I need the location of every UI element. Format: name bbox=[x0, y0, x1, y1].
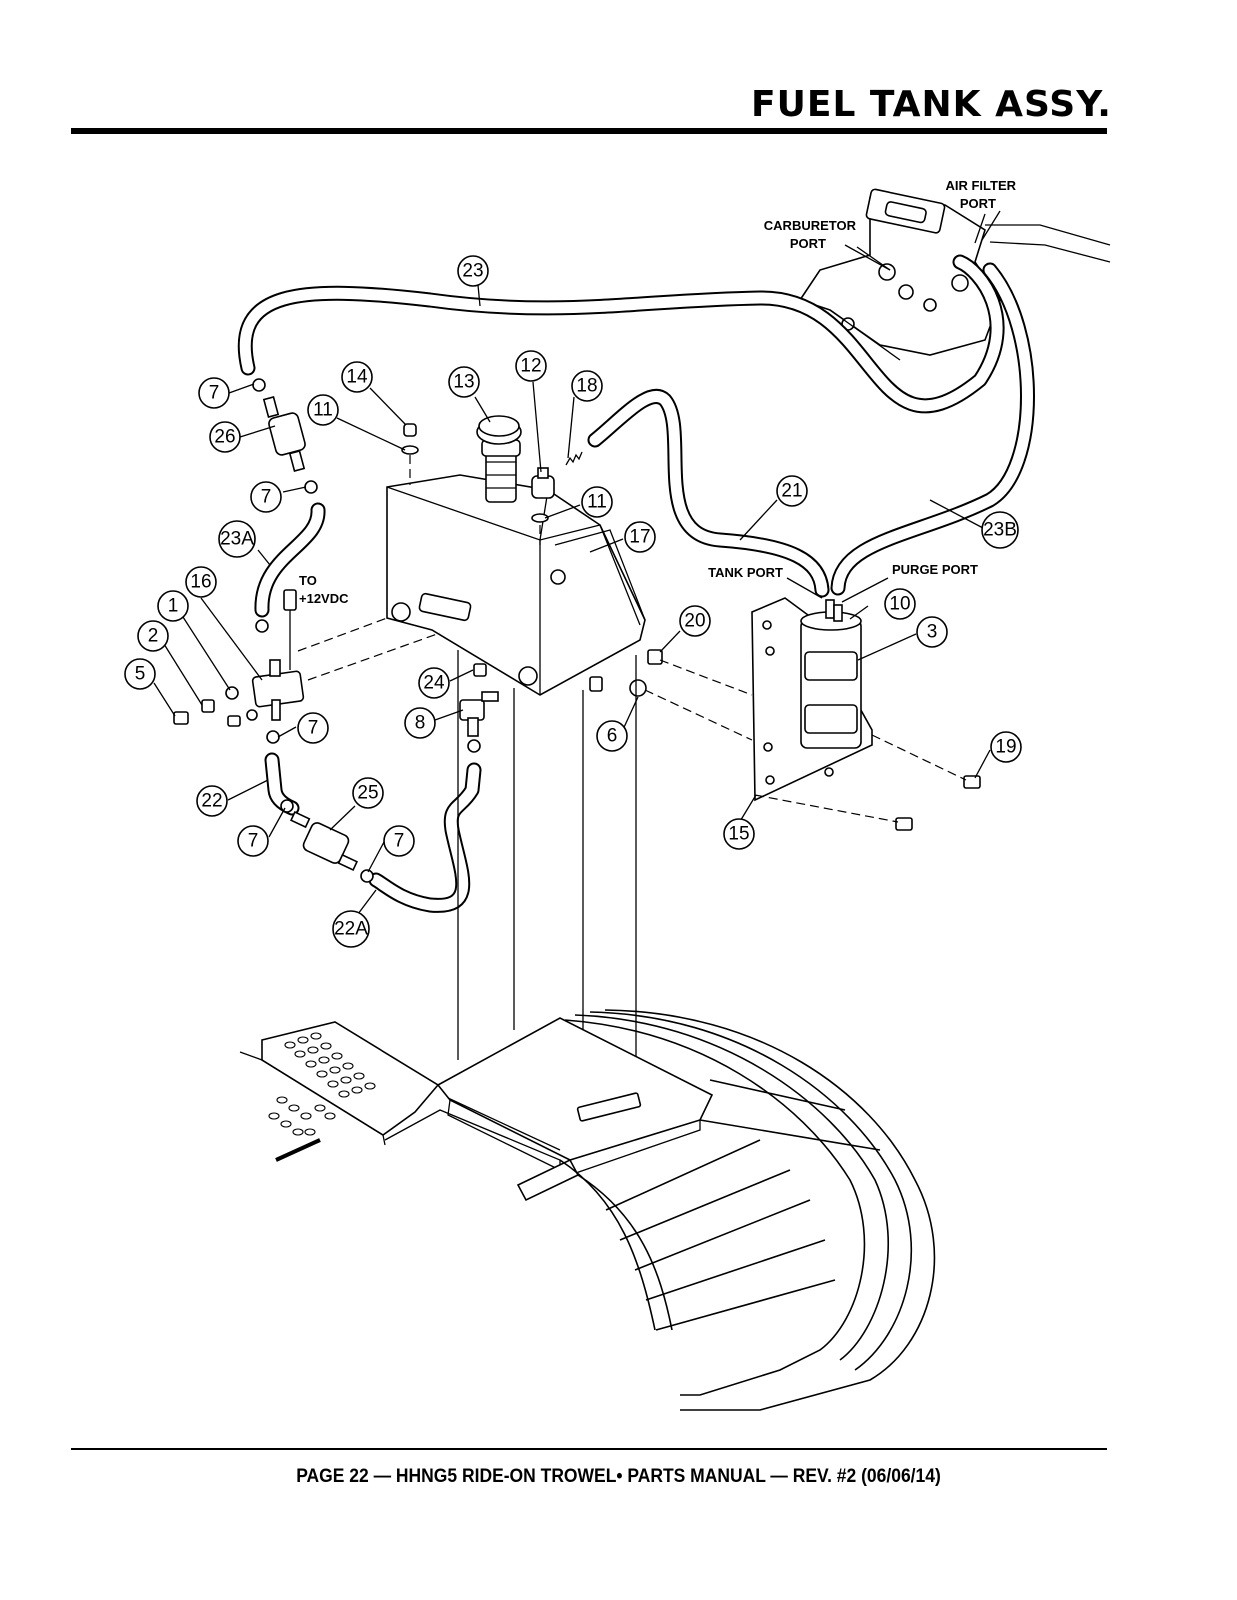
page-footer: PAGE 22 — HHNG5 RIDE-ON TROWEL• PARTS MA… bbox=[296, 1466, 941, 1487]
svg-text:18: 18 bbox=[576, 376, 597, 397]
svg-text:2: 2 bbox=[148, 626, 159, 647]
callout-3: 3 bbox=[916, 616, 948, 648]
callout-7-d: 7 bbox=[237, 825, 269, 857]
fuel-pump-filters-drawing bbox=[173, 378, 499, 883]
svg-text:5: 5 bbox=[135, 664, 146, 685]
callout-8: 8 bbox=[404, 707, 436, 739]
svg-text:6: 6 bbox=[607, 726, 618, 747]
leader-lines bbox=[153, 210, 1001, 923]
svg-text:7: 7 bbox=[209, 383, 220, 404]
svg-text:15: 15 bbox=[728, 824, 749, 845]
callout-6: 6 bbox=[596, 720, 628, 752]
callout-25: 25 bbox=[352, 777, 384, 809]
callout-23a: 23A bbox=[218, 520, 256, 558]
fuel-tank-drawing bbox=[386, 415, 646, 696]
tank-port-label: TANK PORT bbox=[708, 565, 783, 580]
callout-23: 23 bbox=[457, 255, 489, 287]
air-filter-port-label-2: PORT bbox=[960, 196, 996, 211]
svg-text:11: 11 bbox=[313, 400, 333, 421]
callout-1: 1 bbox=[157, 590, 189, 622]
callout-14: 14 bbox=[341, 361, 373, 393]
callout-7-a: 7 bbox=[198, 377, 230, 409]
callout-17: 17 bbox=[624, 521, 656, 553]
svg-text:21: 21 bbox=[781, 481, 802, 502]
svg-text:16: 16 bbox=[190, 572, 211, 593]
svg-text:20: 20 bbox=[684, 611, 705, 632]
canister-bracket-drawing bbox=[589, 597, 981, 831]
carburetor-port-label-2: PORT bbox=[790, 236, 826, 251]
svg-text:19: 19 bbox=[995, 737, 1016, 758]
page-title: FUEL TANK ASSY. bbox=[751, 84, 1112, 125]
header-rule bbox=[71, 128, 1107, 134]
callout-11-b: 11 bbox=[581, 486, 613, 518]
callout-15: 15 bbox=[723, 818, 755, 850]
svg-text:23: 23 bbox=[462, 261, 483, 282]
svg-text:17: 17 bbox=[629, 527, 650, 548]
svg-text:26: 26 bbox=[214, 427, 235, 448]
power-label-2: +12VDC bbox=[299, 591, 349, 606]
callout-12: 12 bbox=[515, 350, 547, 382]
svg-text:7: 7 bbox=[248, 831, 259, 852]
svg-text:14: 14 bbox=[346, 367, 368, 388]
callout-5: 5 bbox=[124, 658, 156, 690]
svg-text:23B: 23B bbox=[983, 520, 1017, 541]
callout-20: 20 bbox=[679, 605, 711, 637]
svg-text:7: 7 bbox=[308, 718, 319, 739]
callout-22: 22 bbox=[196, 785, 228, 817]
callout-11-a: 11 bbox=[307, 394, 339, 426]
trowel-frame-drawing bbox=[239, 1009, 936, 1411]
svg-text:24: 24 bbox=[423, 673, 445, 694]
svg-text:8: 8 bbox=[415, 713, 426, 734]
power-label-1: TO bbox=[299, 573, 317, 588]
callout-24: 24 bbox=[418, 667, 450, 699]
callout-22a: 22A bbox=[332, 910, 370, 948]
port-labels: AIR FILTER PORT CARBURETOR PORT TANK POR… bbox=[299, 178, 1017, 606]
assembly-lines bbox=[297, 455, 967, 1110]
svg-text:1: 1 bbox=[168, 596, 179, 617]
purge-port-label: PURGE PORT bbox=[892, 562, 978, 577]
svg-text:13: 13 bbox=[453, 372, 474, 393]
callout-10: 10 bbox=[884, 588, 916, 620]
svg-text:7: 7 bbox=[261, 487, 272, 508]
air-filter-port-label-1: AIR FILTER bbox=[945, 178, 1016, 193]
callout-16: 16 bbox=[185, 566, 217, 598]
callouts: 23 7 26 11 14 13 12 18 7 23A 16 1 2 5 24… bbox=[124, 255, 1022, 948]
svg-text:22A: 22A bbox=[334, 919, 368, 940]
callout-13: 13 bbox=[448, 366, 480, 398]
footer-rule bbox=[71, 1448, 1107, 1450]
callout-21: 21 bbox=[776, 475, 808, 507]
callout-7-e: 7 bbox=[383, 825, 415, 857]
svg-text:7: 7 bbox=[394, 831, 405, 852]
callout-23b: 23B bbox=[981, 511, 1019, 549]
callout-2: 2 bbox=[137, 620, 169, 652]
callout-7-b: 7 bbox=[250, 481, 282, 513]
svg-text:10: 10 bbox=[889, 594, 910, 615]
carburetor-port-label-1: CARBURETOR bbox=[764, 218, 857, 233]
svg-text:12: 12 bbox=[520, 356, 541, 377]
callout-19: 19 bbox=[990, 731, 1022, 763]
svg-text:25: 25 bbox=[357, 783, 378, 804]
callout-7-c: 7 bbox=[297, 712, 329, 744]
callout-18: 18 bbox=[571, 370, 603, 402]
svg-text:11: 11 bbox=[587, 492, 607, 513]
svg-text:23A: 23A bbox=[220, 529, 254, 550]
callout-26: 26 bbox=[209, 421, 241, 453]
svg-text:22: 22 bbox=[201, 791, 222, 812]
svg-text:3: 3 bbox=[927, 622, 938, 643]
